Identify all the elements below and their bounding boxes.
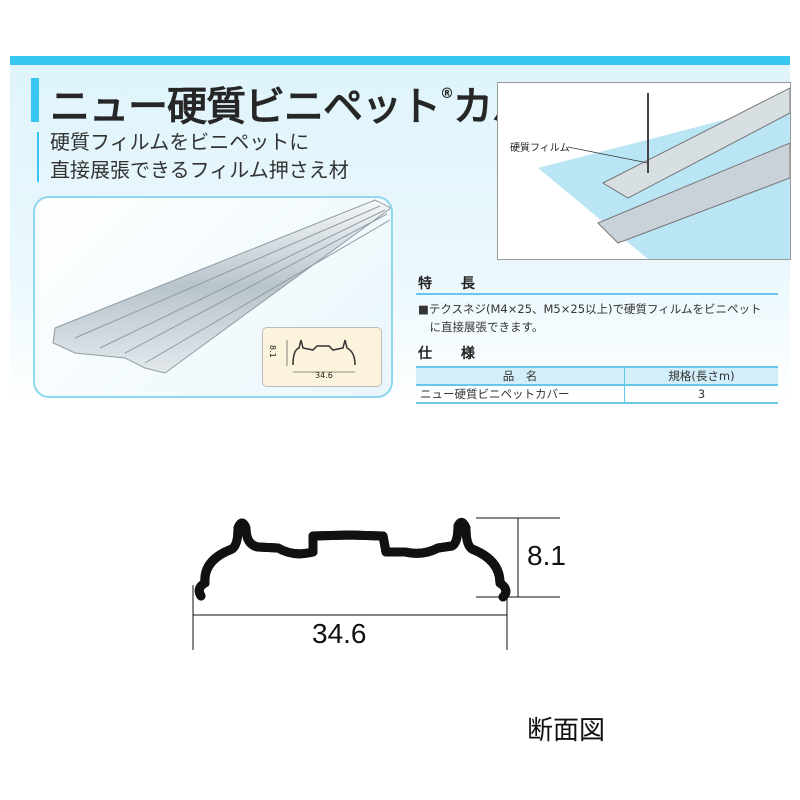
features-rule (416, 293, 778, 295)
subtitle-line: 硬質フィルムをビニペットに (50, 130, 310, 154)
title-text: ニュー硬質ビニペット (50, 84, 441, 130)
column-header-name: 品 名 (416, 366, 625, 386)
subtitle: 硬質フィルムをビニペットに 直接展張できるフィルム押さえ材 (50, 128, 349, 184)
features-heading: 特 長 (418, 276, 487, 292)
top-accent-bar (10, 56, 790, 65)
features-text: ■テクスネジ(M4×25、M5×25以上)で硬質フィルムをビニペット に直接展張… (418, 300, 762, 336)
width-dimension: 34.6 (312, 618, 367, 649)
features-line: ■テクスネジ(M4×25、M5×25以上)で硬質フィルムをビニペット (418, 302, 762, 316)
column-header-length: 規格(長さm) (624, 366, 778, 386)
inset-width-label: 34.6 (315, 371, 333, 380)
height-dimension: 8.1 (527, 540, 566, 571)
title-accent (31, 78, 39, 122)
table-header-row: 品 名規格(長さm) (416, 366, 778, 386)
cell-product-name: ニュー硬質ビニペットカバー (416, 385, 625, 404)
subtitle-accent (37, 132, 39, 182)
installation-drawing (538, 87, 791, 259)
specs-heading: 仕 様 (418, 346, 487, 362)
inset-height-label: 8.1 (268, 345, 277, 358)
cell-length: 3 (624, 385, 778, 404)
inset-section-drawing: 8.1 34.6 (262, 327, 382, 387)
subtitle-line: 直接展張できるフィルム押さえ材 (50, 158, 349, 182)
dimension-lines (192, 517, 560, 650)
features-line: に直接展張できます。 (418, 320, 544, 334)
film-label: 硬質フィルム (510, 143, 570, 154)
profile-outline (199, 522, 506, 602)
registered-mark: ® (440, 86, 454, 102)
rail-image (52, 199, 391, 374)
diagram-caption: 断面図 (527, 716, 606, 746)
installation-illustration: 硬質フィルム (497, 82, 791, 260)
